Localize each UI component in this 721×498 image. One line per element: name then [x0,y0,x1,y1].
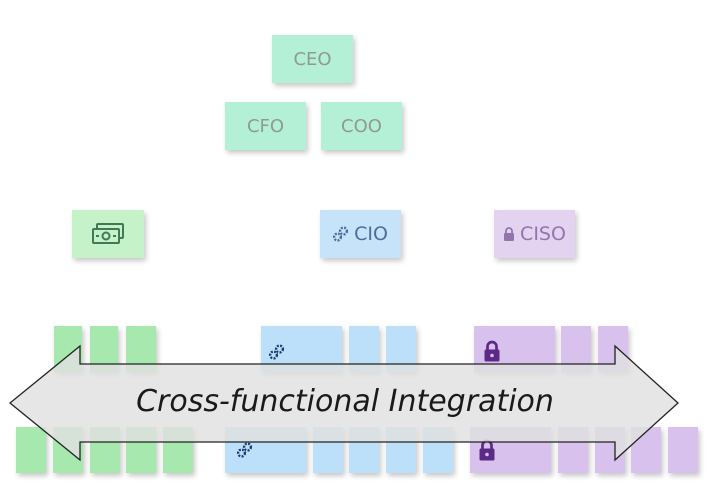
finance-team-member [16,427,46,473]
security-team-member [668,427,698,473]
lock-icon [483,340,501,362]
coo-label: COO [341,115,382,137]
ceo-label: CEO [293,48,332,70]
finance-head-box [72,210,144,258]
gears-icon [333,226,349,242]
arrow-label: Cross-functional Integration [136,384,554,419]
gears-icon [237,442,253,458]
cio-label: CIO [354,223,388,245]
cfo-box: CFO [225,102,306,150]
lock-icon [503,227,515,241]
gears-icon [269,344,285,360]
coo-box: COO [321,102,402,150]
cfo-label: CFO [246,115,285,137]
cio-box: CIO [320,210,401,258]
ceo-box: CEO [272,35,353,83]
ciso-label: CISO [520,223,566,245]
money-icon [91,222,125,246]
ciso-box: CISO [494,210,575,258]
